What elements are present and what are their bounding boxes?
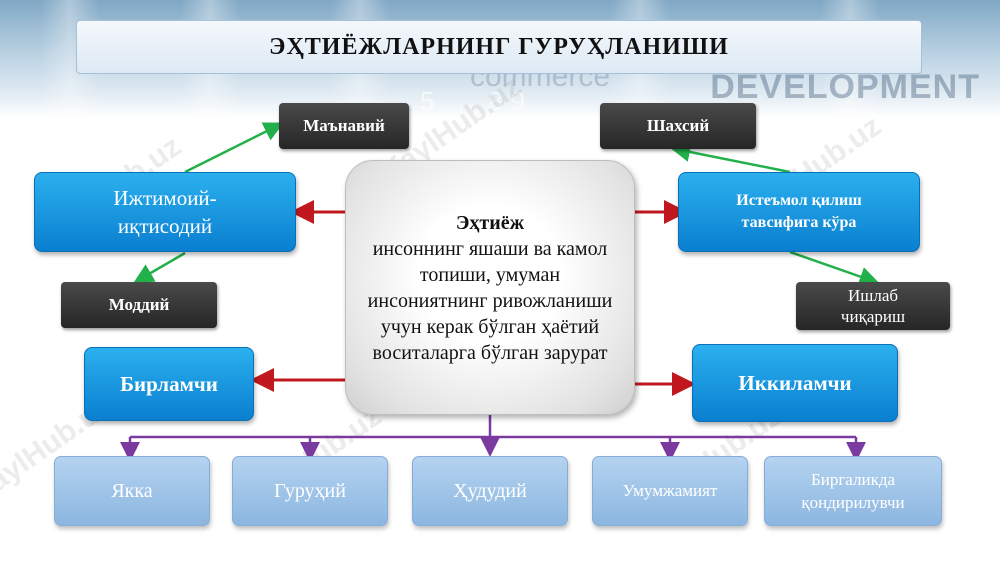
page-title: ЭҲТИЁЖЛАРНИНГ ГУРУҲЛАНИШИ: [76, 20, 922, 74]
arrow-to-material: [133, 251, 186, 284]
bottom-box-regional: Ҳудудий: [412, 456, 568, 526]
box-primary: Бирламчи: [84, 347, 254, 421]
center-definition-box: Эҳтиёж инсоннинг яшаши ва камол топиши, …: [345, 160, 635, 415]
bottom-box-society: Умумжамият: [592, 456, 748, 526]
arrow-to-production: [789, 250, 880, 287]
banner-digits: 5 . 89: [420, 86, 534, 116]
box-production: Ишлаб чиқариш: [796, 282, 950, 330]
box-secondary: Иккиламчи: [692, 344, 898, 422]
box-socio-economic: Ижтимоий-иқтисодий: [34, 172, 296, 252]
banner-word-development: DEVELOPMENT: [710, 68, 980, 106]
arrow-to-personal: [670, 142, 791, 174]
bottom-box-group: Гуруҳий: [232, 456, 388, 526]
box-personal: Шахсий: [600, 103, 756, 149]
center-body: инсоннинг яшаши ва камол топиши, умуман …: [367, 237, 613, 364]
center-heading: Эҳтиёж: [455, 211, 525, 234]
bottom-box-joint: Биргаликда қондирилувчи: [764, 456, 942, 526]
arrow-to-spiritual: [184, 122, 284, 174]
box-consumption: Истеъмол қилиш тавсифига кўра: [678, 172, 920, 252]
box-material: Моддий: [61, 282, 217, 328]
bottom-box-individual: Якка: [54, 456, 210, 526]
box-spiritual: Маънавий: [279, 103, 409, 149]
